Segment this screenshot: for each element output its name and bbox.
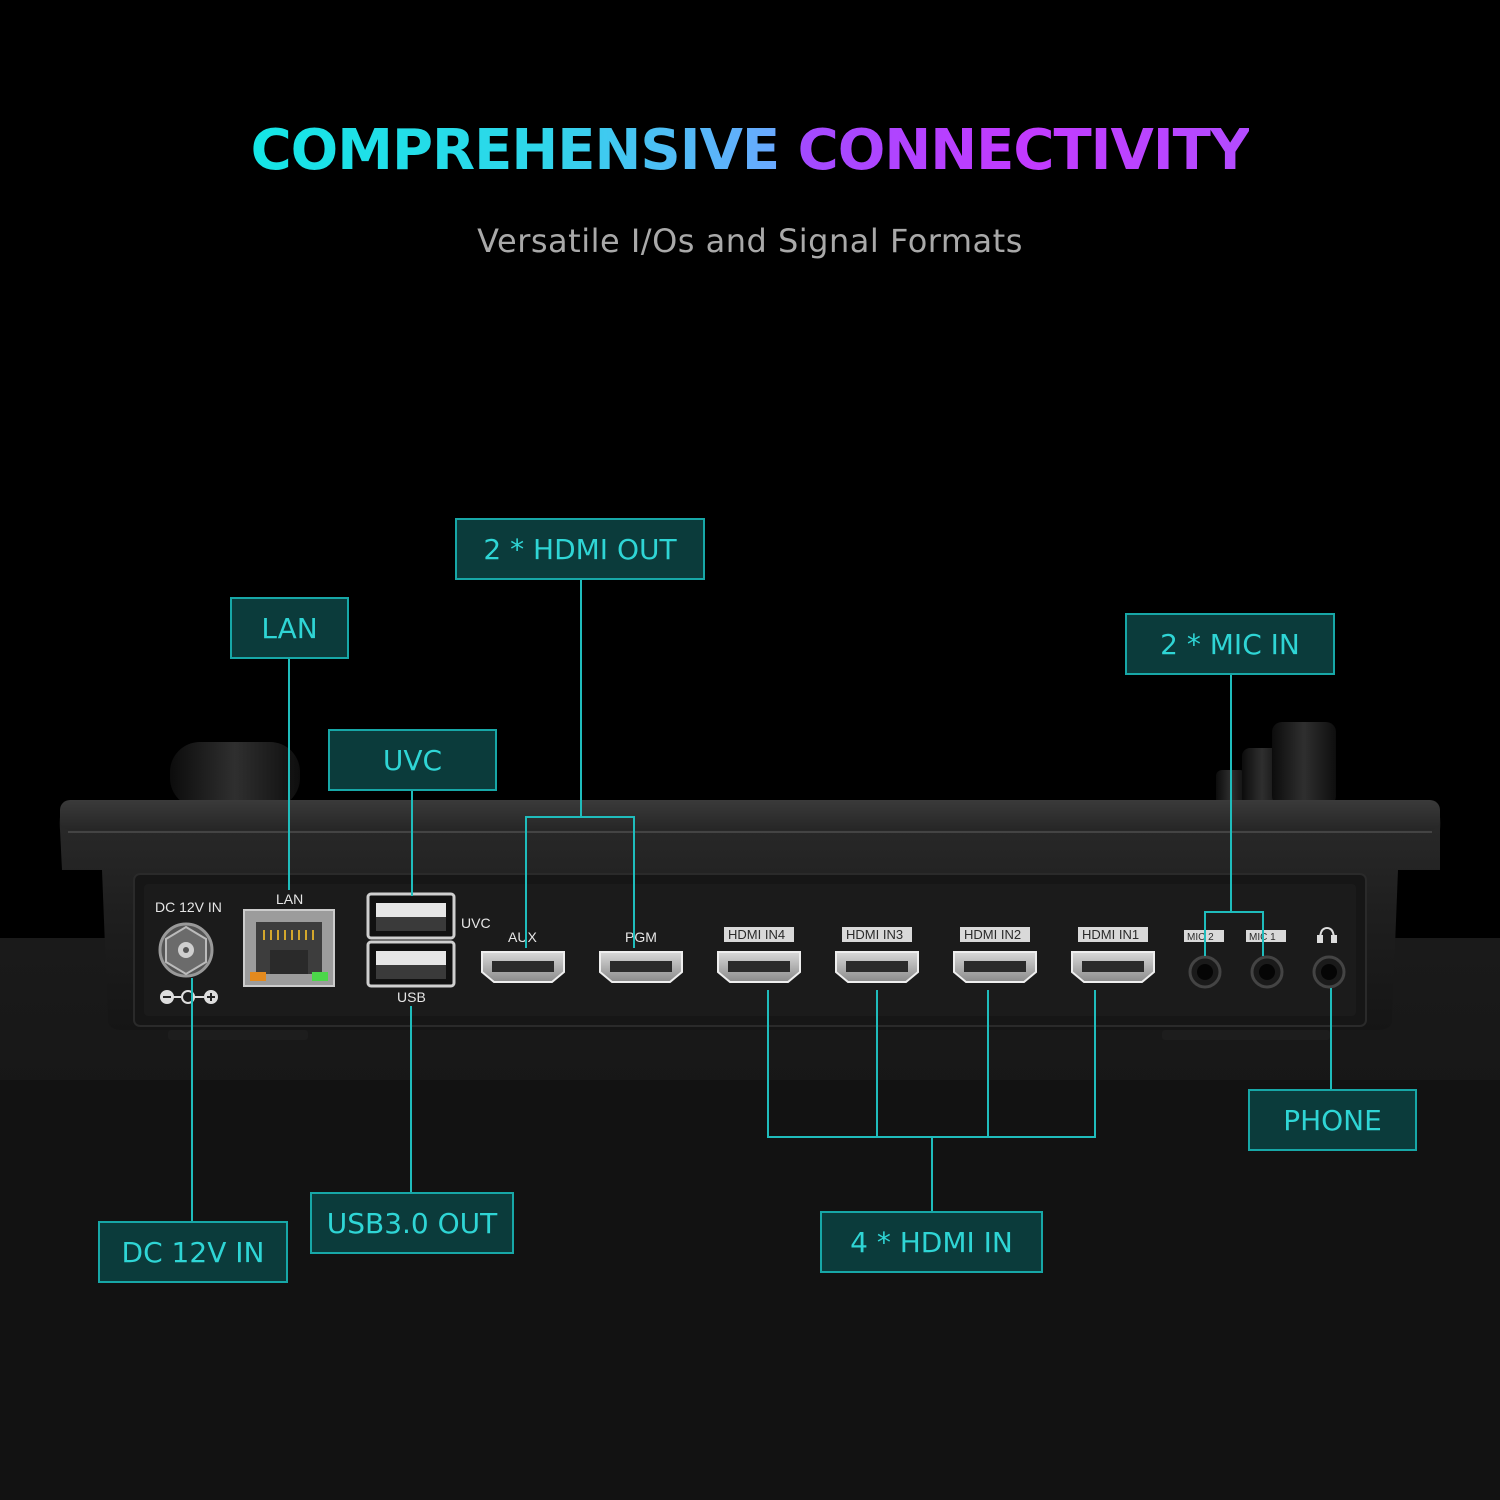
callout-dc-in: DC 12V IN — [98, 1221, 288, 1283]
callout-hdmi-out: 2 * HDMI OUT — [455, 518, 705, 580]
callout-phone: PHONE — [1248, 1089, 1417, 1151]
leader-lines — [191, 580, 1332, 1222]
panel-label-uvc: UVC — [461, 915, 491, 931]
callout-uvc: UVC — [328, 729, 497, 791]
audio-jacks — [1188, 955, 1346, 989]
headline: COMPREHENSIVE CONNECTIVITY — [0, 118, 1500, 183]
panel-label-pgm: PGM — [625, 929, 657, 945]
headline-part-2: CONNECTIVITY — [797, 118, 1251, 183]
device-top-lip — [60, 800, 1440, 830]
callout-hdmi-in: 4 * HDMI IN — [820, 1211, 1043, 1273]
lan-port — [243, 909, 335, 987]
panel-label-lan: LAN — [276, 891, 303, 907]
panel-label-hdmi-in4: HDMI IN4 — [728, 927, 785, 942]
panel-label-dc: DC 12V IN — [155, 899, 222, 915]
subtitle: Versatile I/Os and Signal Formats — [477, 222, 1023, 260]
control-knobs — [1216, 722, 1336, 806]
callout-lan: LAN — [230, 597, 349, 659]
dc-polarity-icon — [160, 990, 218, 1004]
foot-left — [168, 1030, 308, 1040]
panel-label-hdmi-in2: HDMI IN2 — [964, 927, 1021, 942]
panel-label-aux: AUX — [508, 929, 537, 945]
panel-label-hdmi-in1: HDMI IN1 — [1082, 927, 1139, 942]
usb-ports — [366, 892, 456, 988]
dc-jack — [158, 922, 214, 978]
headphone-icon — [1317, 926, 1337, 943]
panel-label-mic2: MIC 2 — [1187, 932, 1214, 943]
foot-right — [1162, 1030, 1330, 1040]
panel-label-hdmi-in3: HDMI IN3 — [846, 927, 903, 942]
panel-label-usb: USB — [397, 989, 426, 1005]
joystick — [170, 742, 300, 808]
callout-mic-in: 2 * MIC IN — [1125, 613, 1335, 675]
callout-usb-out: USB3.0 OUT — [310, 1192, 514, 1254]
headline-part-1: COMPREHENSIVE — [250, 118, 781, 183]
